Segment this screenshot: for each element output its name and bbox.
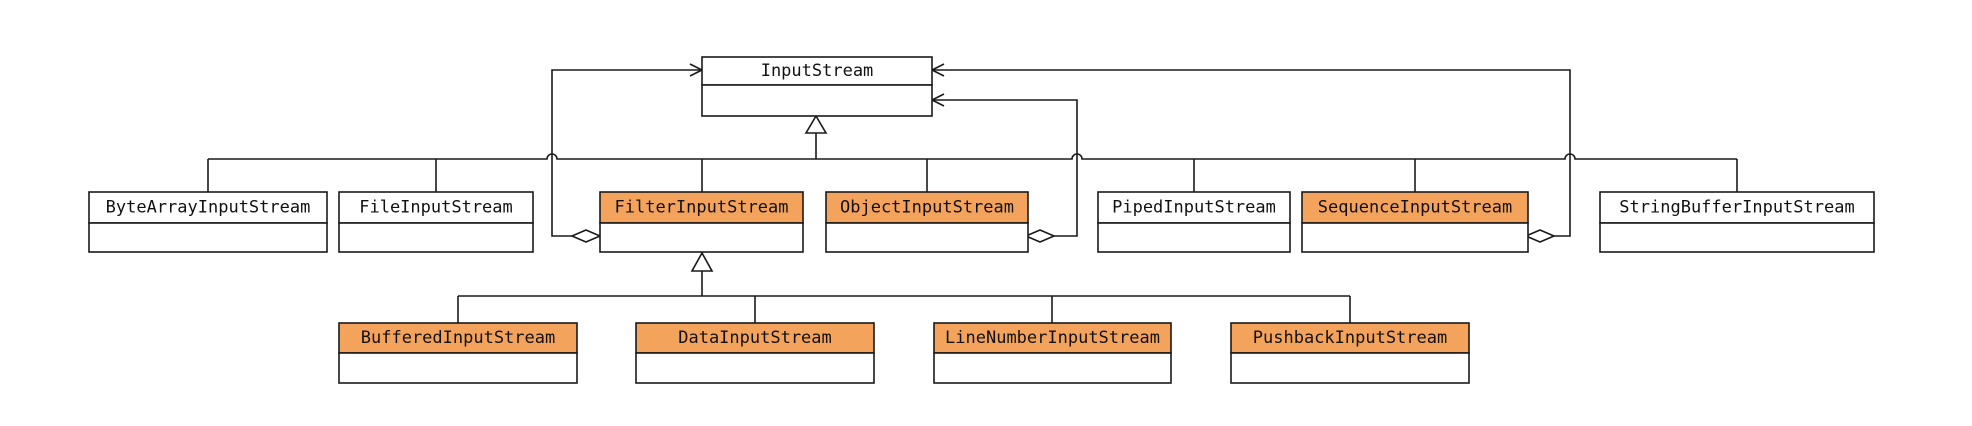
class-fileinputstream-name: FileInputStream	[359, 198, 513, 218]
class-objectinputstream[interactable]: ObjectInputStream	[825, 191, 1029, 253]
class-inputstream[interactable]: InputStream	[701, 56, 933, 117]
class-datainputstream-body	[635, 352, 875, 384]
relationship-symbols	[569, 114, 1557, 272]
class-filterinputstream[interactable]: FilterInputStream	[599, 191, 804, 253]
class-pushbackinputstream-header	[1230, 322, 1470, 354]
class-pipedinputstream-name: PipedInputStream	[1112, 198, 1276, 218]
class-objectinputstream-body	[825, 222, 1029, 253]
class-linenumberinputstream-name: LineNumberInputStream	[945, 328, 1160, 348]
class-datainputstream[interactable]: DataInputStream	[635, 322, 875, 384]
inheritance-triangle-filter	[690, 251, 714, 272]
inheritance-triangle-inputstream	[804, 114, 828, 134]
class-inputstream-header	[701, 56, 933, 86]
class-objectinputstream-header	[825, 191, 1029, 224]
class-linenumberinputstream[interactable]: LineNumberInputStream	[933, 322, 1172, 384]
class-bufferedinputstream-body	[338, 352, 578, 384]
class-bytearrayinputstream-name: ByteArrayInputStream	[106, 198, 311, 218]
class-sequenceinputstream-body	[1301, 222, 1529, 253]
class-objectinputstream-name: ObjectInputStream	[840, 198, 1014, 218]
inheritance-bus-top	[208, 153, 1737, 160]
class-pipedinputstream[interactable]: PipedInputStream	[1097, 191, 1291, 253]
class-pushbackinputstream-name: PushbackInputStream	[1253, 328, 1447, 348]
class-filterinputstream-header	[599, 191, 804, 224]
aggregation-diamond-filter	[569, 229, 603, 243]
class-filterinputstream-name: FilterInputStream	[615, 198, 789, 218]
aggregation-line-object	[932, 99, 1078, 237]
class-sequenceinputstream-name: SequenceInputStream	[1318, 198, 1512, 218]
class-datainputstream-header	[635, 322, 875, 354]
class-bytearrayinputstream[interactable]: ByteArrayInputStream	[88, 191, 328, 253]
class-bufferedinputstream-header	[338, 322, 578, 354]
class-fileinputstream-body	[338, 222, 534, 253]
connectors	[207, 63, 1738, 323]
class-pipedinputstream-body	[1097, 222, 1291, 253]
aggregation-diamond-sequence	[1523, 229, 1557, 243]
aggregation-line-sequence	[932, 69, 1571, 237]
class-bufferedinputstream-name: BufferedInputStream	[361, 328, 555, 348]
class-stringbufferinputstream-name: StringBufferInputStream	[1619, 198, 1854, 218]
class-stringbufferinputstream-header	[1599, 191, 1875, 224]
aggregation-diamond-object	[1023, 229, 1057, 243]
class-inputstream-name: InputStream	[761, 61, 874, 81]
class-pushbackinputstream[interactable]: PushbackInputStream	[1230, 322, 1470, 384]
class-sequenceinputstream[interactable]: SequenceInputStream	[1301, 191, 1529, 253]
class-fileinputstream[interactable]: FileInputStream	[338, 191, 534, 253]
class-filterinputstream-body	[599, 222, 804, 253]
aggregation-line-filter	[551, 69, 702, 237]
class-datainputstream-name: DataInputStream	[678, 328, 832, 348]
class-inputstream-body	[701, 84, 933, 117]
class-bufferedinputstream[interactable]: BufferedInputStream	[338, 322, 578, 384]
class-pushbackinputstream-body	[1230, 352, 1470, 384]
class-linenumberinputstream-header	[933, 322, 1172, 354]
class-bytearrayinputstream-header	[88, 191, 328, 224]
class-linenumberinputstream-body	[933, 352, 1172, 384]
class-stringbufferinputstream-body	[1599, 222, 1875, 253]
class-bytearrayinputstream-body	[88, 222, 328, 253]
class-pipedinputstream-header	[1097, 191, 1291, 224]
class-stringbufferinputstream[interactable]: StringBufferInputStream	[1599, 191, 1875, 253]
